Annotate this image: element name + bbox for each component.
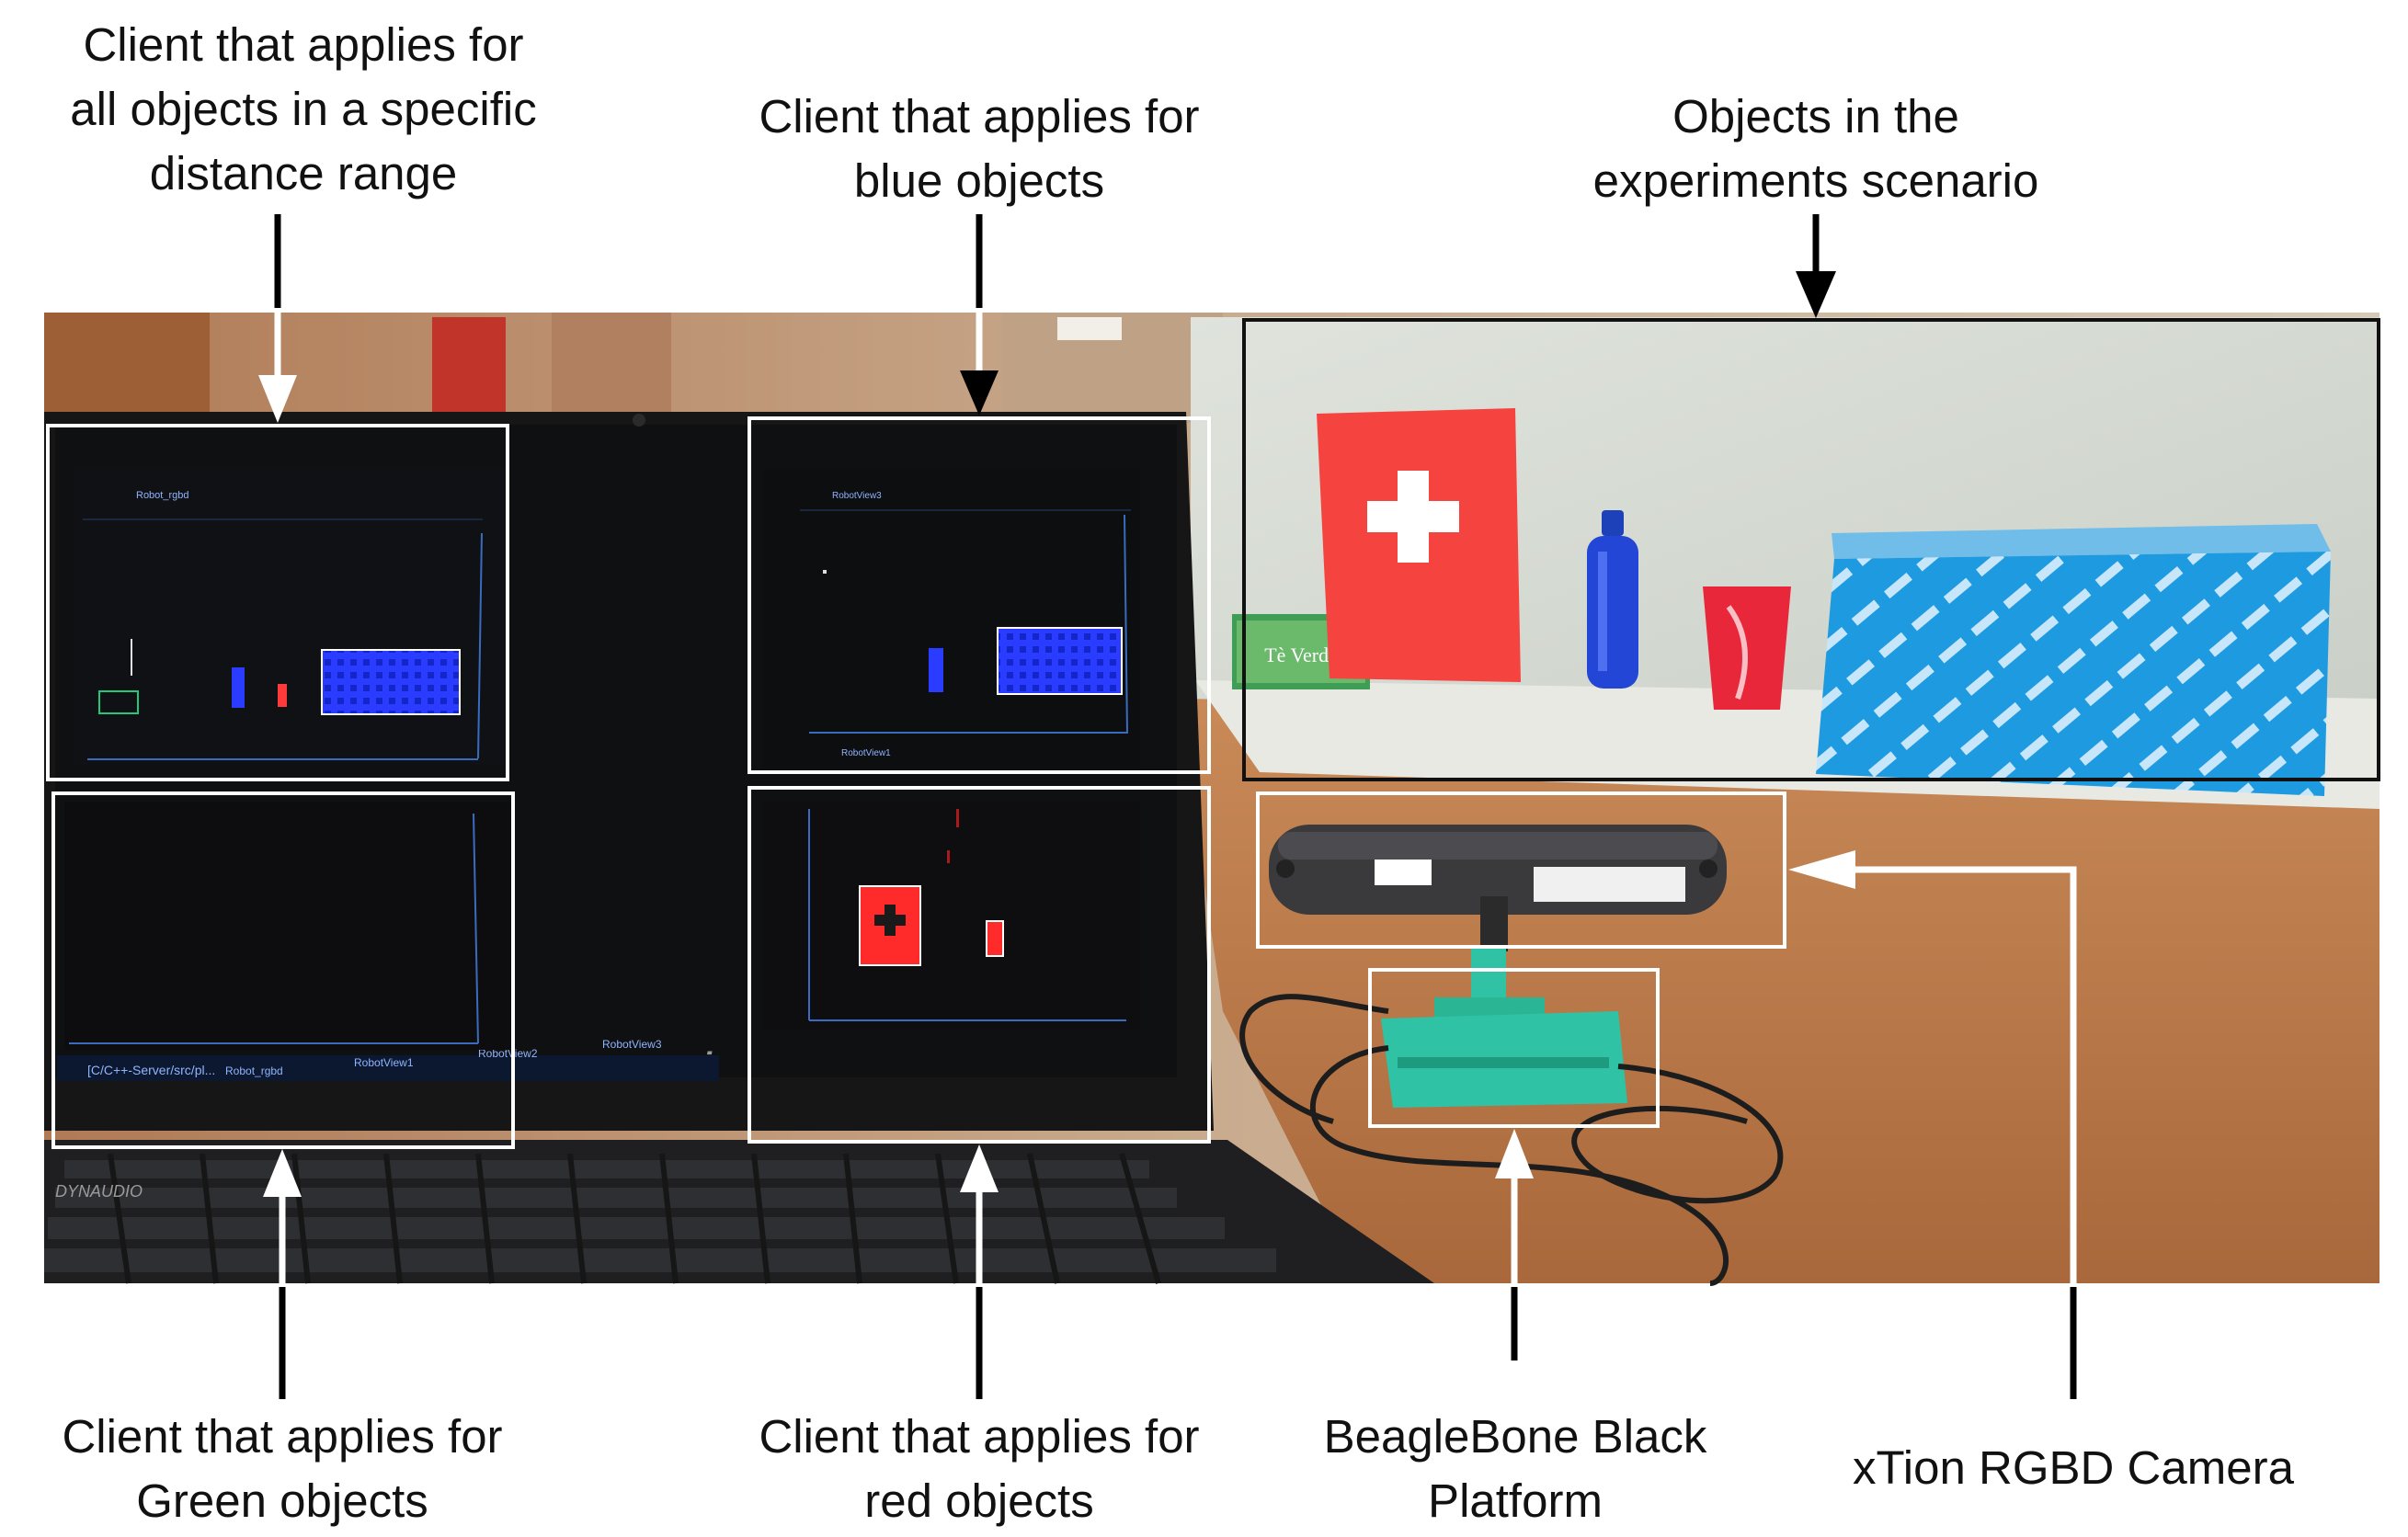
window-blue-title: RobotView3 <box>832 491 882 501</box>
annotation-boxes <box>46 416 1786 1149</box>
box-blue-objects <box>748 416 1211 774</box>
caption-distance-range: Client that applies for all objects in a… <box>70 13 536 206</box>
taskbar-item-robotview2: RobotView2 <box>478 1047 538 1060</box>
arrowhead-distance <box>258 375 297 423</box>
taskbar-item-robotview3: RobotView3 <box>602 1038 662 1051</box>
arrow-shafts-white <box>274 308 2077 1287</box>
caption-green-line1: Client that applies for <box>62 1410 503 1463</box>
tea-box-label: Tè Verde <box>1264 643 1338 666</box>
sick-box <box>1816 524 2331 796</box>
caption-red-line1: Client that applies for <box>759 1410 1200 1463</box>
box-scenario-objects <box>1242 318 2380 781</box>
caption-green-objects: Client that applies for Green objects <box>62 1405 502 1533</box>
arrow-shafts-black <box>274 214 2077 1399</box>
caption-red-line2: red objects <box>864 1474 1094 1527</box>
caption-blue-line1: Client that applies for <box>759 90 1200 142</box>
taskbar-path: [C/C++-Server/src/pl... <box>87 1063 215 1077</box>
keyboard-keys <box>44 1160 1276 1272</box>
caption-objects-line1: Objects in the <box>1672 90 1959 142</box>
box-beaglebone <box>1368 968 1660 1128</box>
window-distance-title: Robot_rgbd <box>136 490 189 501</box>
usb-cables <box>1239 994 1784 1286</box>
box-distance-range <box>46 424 509 781</box>
door-frame <box>552 313 671 414</box>
window-blue-objects: RobotView3 RobotView1 <box>763 469 1140 768</box>
caption-distance-line2: all objects in a specific <box>70 83 537 135</box>
photo: Tè Verde <box>44 313 2379 1286</box>
arrowhead-scenario <box>1796 271 1836 318</box>
caption-objects-line2: experiments scenario <box>1592 154 2039 207</box>
barcode-sticker <box>1375 860 1432 885</box>
caption-distance-line3: distance range <box>149 147 458 199</box>
window-red-objects <box>763 802 1140 1030</box>
label-sticker <box>1534 867 1685 902</box>
taskbar <box>57 1055 719 1081</box>
red-cup <box>1703 586 1791 710</box>
blue-bottle <box>1587 510 1638 689</box>
caption-xtion-camera: xTion RGBD Camera <box>1853 1436 2294 1500</box>
caption-xtion-line1: xTion RGBD Camera <box>1853 1441 2294 1494</box>
red-swiss-flag <box>1317 408 1521 682</box>
arrowhead-blue <box>960 370 999 416</box>
box-red-objects <box>748 786 1211 1144</box>
keyboard-key-gaps <box>108 1153 1161 1284</box>
window-distance-range: Robot_rgbd <box>74 467 506 766</box>
window-green-objects <box>64 802 515 1050</box>
caption-beaglebone-line2: Platform <box>1428 1474 1603 1527</box>
box-xtion-camera <box>1256 791 1786 949</box>
window-blue-footer: RobotView1 <box>841 748 891 758</box>
xtion-camera <box>1269 825 1727 951</box>
beaglebone-board <box>1381 945 1627 1108</box>
taskbar-item-robotview1: RobotView1 <box>354 1056 414 1069</box>
caption-red-objects: Client that applies for red objects <box>759 1405 1199 1533</box>
dynaudio-logo: DYNAUDIO <box>55 1182 143 1201</box>
paper-sign <box>1057 317 1122 340</box>
caption-beaglebone-line1: BeagleBone Black <box>1323 1410 1707 1463</box>
caption-distance-line1: Client that applies for <box>83 18 524 71</box>
caption-green-line2: Green objects <box>136 1474 428 1527</box>
box-green-objects <box>51 791 515 1149</box>
arrowhead-red <box>960 1144 999 1192</box>
taskbar-item-robot-rgbd: Robot_rgbd <box>225 1065 283 1077</box>
arrowhead-xtion <box>1788 850 1855 889</box>
caption-blue-line2: blue objects <box>853 154 1105 207</box>
caption-blue-objects: Client that applies for blue objects <box>759 85 1199 213</box>
caption-scenario-objects: Objects in the experiments scenario <box>1593 85 2039 213</box>
arrowhead-beaglebone <box>1495 1129 1534 1178</box>
arrowhead-green <box>263 1149 302 1197</box>
fire-extinguisher <box>432 317 506 427</box>
caption-beaglebone: BeagleBone Black Platform <box>1324 1405 1707 1533</box>
